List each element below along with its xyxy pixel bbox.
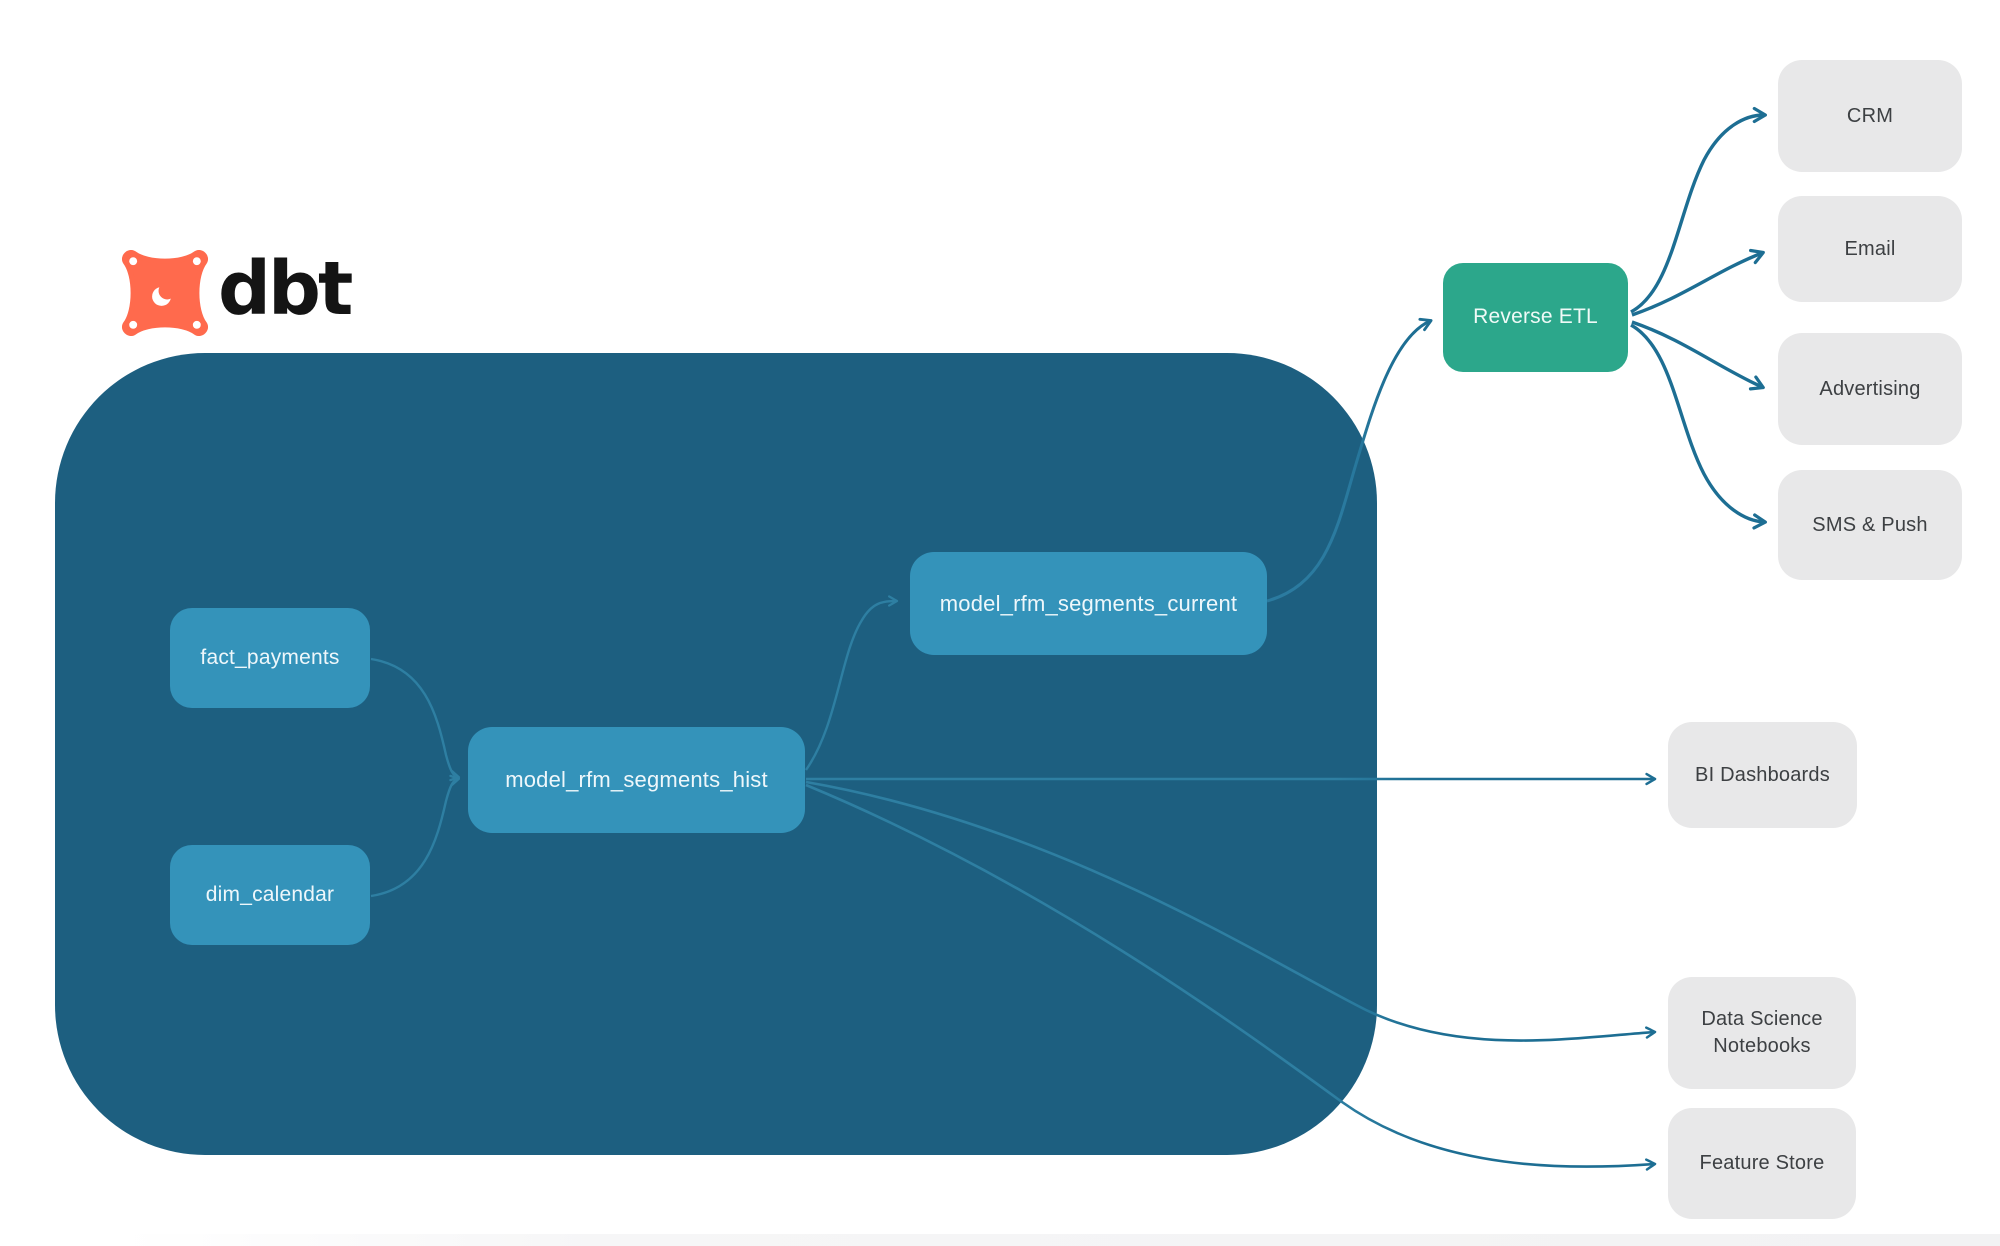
node-label: SMS & Push — [1812, 513, 1928, 536]
node-label: BI Dashboards — [1695, 763, 1830, 786]
node-sms-push: SMS & Push — [1778, 470, 1962, 580]
dbt-star-icon — [122, 250, 208, 336]
edge-reverse-etl-to-email — [1631, 248, 1765, 317]
edge-hist-to-current — [805, 595, 899, 771]
node-label: Feature Store — [1699, 1152, 1825, 1174]
node-label: dim_calendar — [205, 882, 335, 906]
node-label: Advertising — [1819, 377, 1921, 400]
node-model-rfm-segments-current: model_rfm_segments_current — [910, 552, 1267, 655]
node-advertising: Advertising — [1778, 333, 1962, 445]
edge-reverse-etl-to-crm — [1630, 106, 1767, 314]
node-label: Data Science Notebooks — [1701, 1008, 1823, 1057]
edge-hist-to-data-science-notebooks — [805, 780, 1657, 1042]
node-label: Reverse ETL — [1473, 305, 1598, 329]
node-label: Email — [1844, 237, 1896, 260]
node-label: model_rfm_segments_hist — [505, 767, 768, 793]
node-label: model_rfm_segments_current — [939, 590, 1238, 616]
edge-reverse-etl-to-sms-push — [1630, 323, 1767, 530]
node-data-science-notebooks: Data Science Notebooks — [1668, 977, 1856, 1089]
node-dim-calendar: dim_calendar — [170, 845, 370, 945]
dbt-wordmark: dbt — [218, 246, 353, 332]
edge-hist-to-feature-store — [805, 783, 1657, 1171]
node-label: CRM — [1846, 104, 1894, 127]
node-reverse-etl: Reverse ETL — [1443, 263, 1628, 372]
node-bi-dashboards: BI Dashboards — [1668, 722, 1857, 828]
node-email: Email — [1778, 196, 1962, 302]
node-feature-store: Feature Store — [1668, 1108, 1856, 1219]
bottom-edge-artifact — [0, 1234, 2000, 1246]
node-fact-payments: fact_payments — [170, 608, 370, 708]
edge-reverse-etl-to-advertising — [1631, 320, 1765, 391]
edge-current-to-reverse-etl — [1266, 317, 1433, 603]
node-crm: CRM — [1778, 60, 1962, 172]
edge-dim-calendar-to-hist — [370, 774, 461, 898]
node-label: fact_payments — [200, 645, 340, 669]
edge-fact-payments-to-hist — [370, 657, 461, 782]
node-model-rfm-segments-hist: model_rfm_segments_hist — [468, 727, 805, 833]
dbt-logo: dbt — [122, 246, 353, 336]
